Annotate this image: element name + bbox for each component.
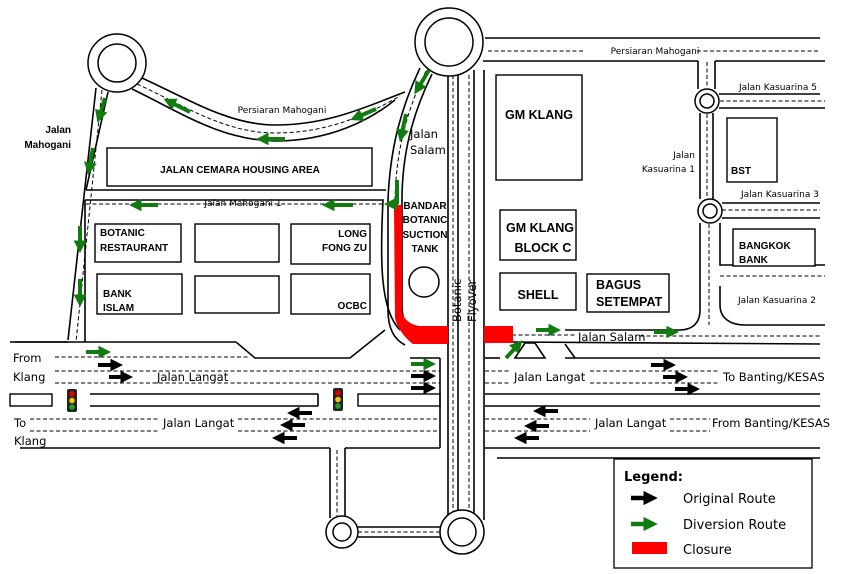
- svg-text:Botanic: Botanic: [450, 279, 464, 322]
- label-jalan-kasuarina-1-line2: Kasuarina 1: [642, 165, 695, 175]
- building-bagus-setempat: BAGUS SETEMPAT: [586, 273, 670, 313]
- svg-text:JALAN CEMARA HOUSING AREA: JALAN CEMARA HOUSING AREA: [160, 165, 320, 176]
- building-ocbc: OCBC: [290, 273, 371, 315]
- label-jalan-langat-ne: Jalan Langat: [513, 370, 586, 384]
- label-jalan-kasuarina-5: Jalan Kasuarina 5: [738, 83, 817, 93]
- legend: Legend: Original Route Diversion Route C…: [613, 458, 813, 569]
- svg-text:GM KLANG: GM KLANG: [506, 221, 574, 235]
- diversion-arrow: [95, 97, 108, 123]
- svg-text:BST: BST: [731, 166, 751, 177]
- label-from-klang-line2: Klang: [13, 370, 45, 384]
- jalan-mahogani-road: [15, 87, 401, 343]
- building-gm-klang-block-c: GM KLANG BLOCK C: [499, 209, 577, 261]
- label-botanic-flyover: Botanic Flyover: [450, 279, 479, 322]
- legend-original-label: Original Route: [683, 492, 776, 507]
- legend-closure-label: Closure: [683, 543, 732, 558]
- label-jalan-kasuarina-2: Jalan Kasuarina 2: [737, 296, 816, 306]
- roundabout-top-left: [87, 33, 147, 93]
- roundabout-kasuarina-3: [697, 198, 723, 224]
- bottom-connector-roads: [329, 448, 440, 538]
- label-jalan-langat-nw: Jalan Langat: [156, 370, 229, 384]
- svg-text:BOTANIC: BOTANIC: [100, 228, 145, 239]
- building-bst: BST: [726, 117, 778, 183]
- label-to-banting: To Banting/KESAS: [722, 370, 825, 384]
- label-persiaran-mahogani-top: Persiaran Mahogani: [611, 47, 700, 57]
- jalan-kasuarina-1-road: [565, 61, 825, 331]
- diversion-route-arrows: [73, 68, 680, 371]
- svg-text:Flyover: Flyover: [465, 279, 479, 322]
- svg-text:TANK: TANK: [411, 244, 439, 255]
- original-route-arrows: [98, 358, 701, 445]
- jalan-langat-road: [9, 329, 820, 459]
- building-long-fong-zu: LONG FONG ZU: [290, 223, 371, 265]
- building-bangkok-bank: BANGKOK BANK: [732, 228, 816, 267]
- label-jalan-kasuarina-1-line1: Jalan: [672, 151, 695, 161]
- label-from-klang-line1: From: [13, 351, 42, 365]
- svg-text:BLOCK C: BLOCK C: [515, 241, 572, 255]
- label-to-klang-line2: Klang: [14, 434, 46, 448]
- botanic-flyover-road: [439, 70, 485, 520]
- building-botanic-restaurant: BOTANIC RESTAURANT: [94, 223, 182, 263]
- svg-text:BANK: BANK: [103, 289, 133, 300]
- svg-text:BANDAR: BANDAR: [403, 201, 447, 212]
- label-jalan-langat-se: Jalan Langat: [594, 416, 667, 430]
- label-jalan-langat-sw: Jalan Langat: [162, 416, 235, 430]
- building-suction-tank: BANDAR BOTANIC SUCTION TANK: [403, 201, 448, 298]
- traffic-light-west: [67, 389, 77, 412]
- svg-text:BANGKOK: BANGKOK: [739, 241, 791, 252]
- svg-text:SHELL: SHELL: [518, 288, 559, 302]
- building-gm-klang: GM KLANG: [495, 74, 583, 181]
- roundabout-kasuarina-5: [694, 88, 720, 114]
- label-to-klang-line1: To: [13, 416, 26, 430]
- diversion-arrow: [396, 113, 409, 143]
- persiaran-mahogani-top-road: [483, 37, 825, 62]
- svg-text:GM KLANG: GM KLANG: [505, 108, 573, 122]
- svg-text:BOTANIC: BOTANIC: [403, 215, 448, 226]
- diversion-arrow: [350, 107, 377, 121]
- road-closure: [394, 205, 513, 344]
- svg-text:BANK: BANK: [739, 255, 769, 266]
- label-persiaran-mahogani-curve: Persiaran Mahogani: [238, 106, 327, 116]
- diversion-arrow: [163, 98, 191, 114]
- label-jalan-kasuarina-3: Jalan Kasuarina 3: [740, 190, 819, 200]
- legend-diversion-label: Diversion Route: [683, 518, 786, 533]
- label-jalan-mahogani-line2: Mahogani: [24, 140, 71, 151]
- svg-text:FONG ZU: FONG ZU: [322, 243, 367, 254]
- svg-text:RESTAURANT: RESTAURANT: [100, 243, 168, 254]
- label-jalan-mahogani-1: Jalan Mahogani 1: [203, 199, 281, 209]
- roundabout-top-center: [414, 7, 484, 77]
- diversion-arrow: [84, 147, 97, 176]
- diversion-arrow: [414, 68, 431, 95]
- legend-title: Legend:: [624, 470, 683, 485]
- label-jalan-salam-line1: Jalan: [409, 127, 438, 141]
- label-jalan-salam-line2: Salam: [410, 143, 446, 157]
- jalan-salam-east-road: [511, 334, 821, 359]
- svg-text:ISLAM: ISLAM: [103, 303, 134, 314]
- label-jalan-mahogani-line1: Jalan: [45, 125, 71, 136]
- svg-text:OCBC: OCBC: [338, 301, 367, 312]
- svg-text:SETEMPAT: SETEMPAT: [596, 295, 663, 309]
- label-jalan-salam-east: Jalan Salam: [577, 330, 645, 344]
- roundabout-bottom-left: [325, 515, 359, 549]
- legend-closure-swatch: [632, 542, 667, 554]
- traffic-light-center: [333, 388, 343, 411]
- building-bank-islam: BANK ISLAM: [96, 273, 183, 315]
- diversion-arrow: [504, 340, 523, 360]
- building-housing-area: JALAN CEMARA HOUSING AREA: [106, 147, 373, 187]
- svg-text:SUCTION: SUCTION: [403, 230, 448, 241]
- label-from-banting: From Banting/KESAS: [712, 416, 830, 430]
- building-unnamed-1: [194, 223, 280, 263]
- building-shell: SHELL: [499, 272, 577, 311]
- roundabout-bottom-right: [439, 509, 485, 555]
- svg-text:LONG: LONG: [338, 229, 367, 240]
- building-unnamed-2: [194, 275, 280, 314]
- svg-text:BAGUS: BAGUS: [596, 278, 641, 292]
